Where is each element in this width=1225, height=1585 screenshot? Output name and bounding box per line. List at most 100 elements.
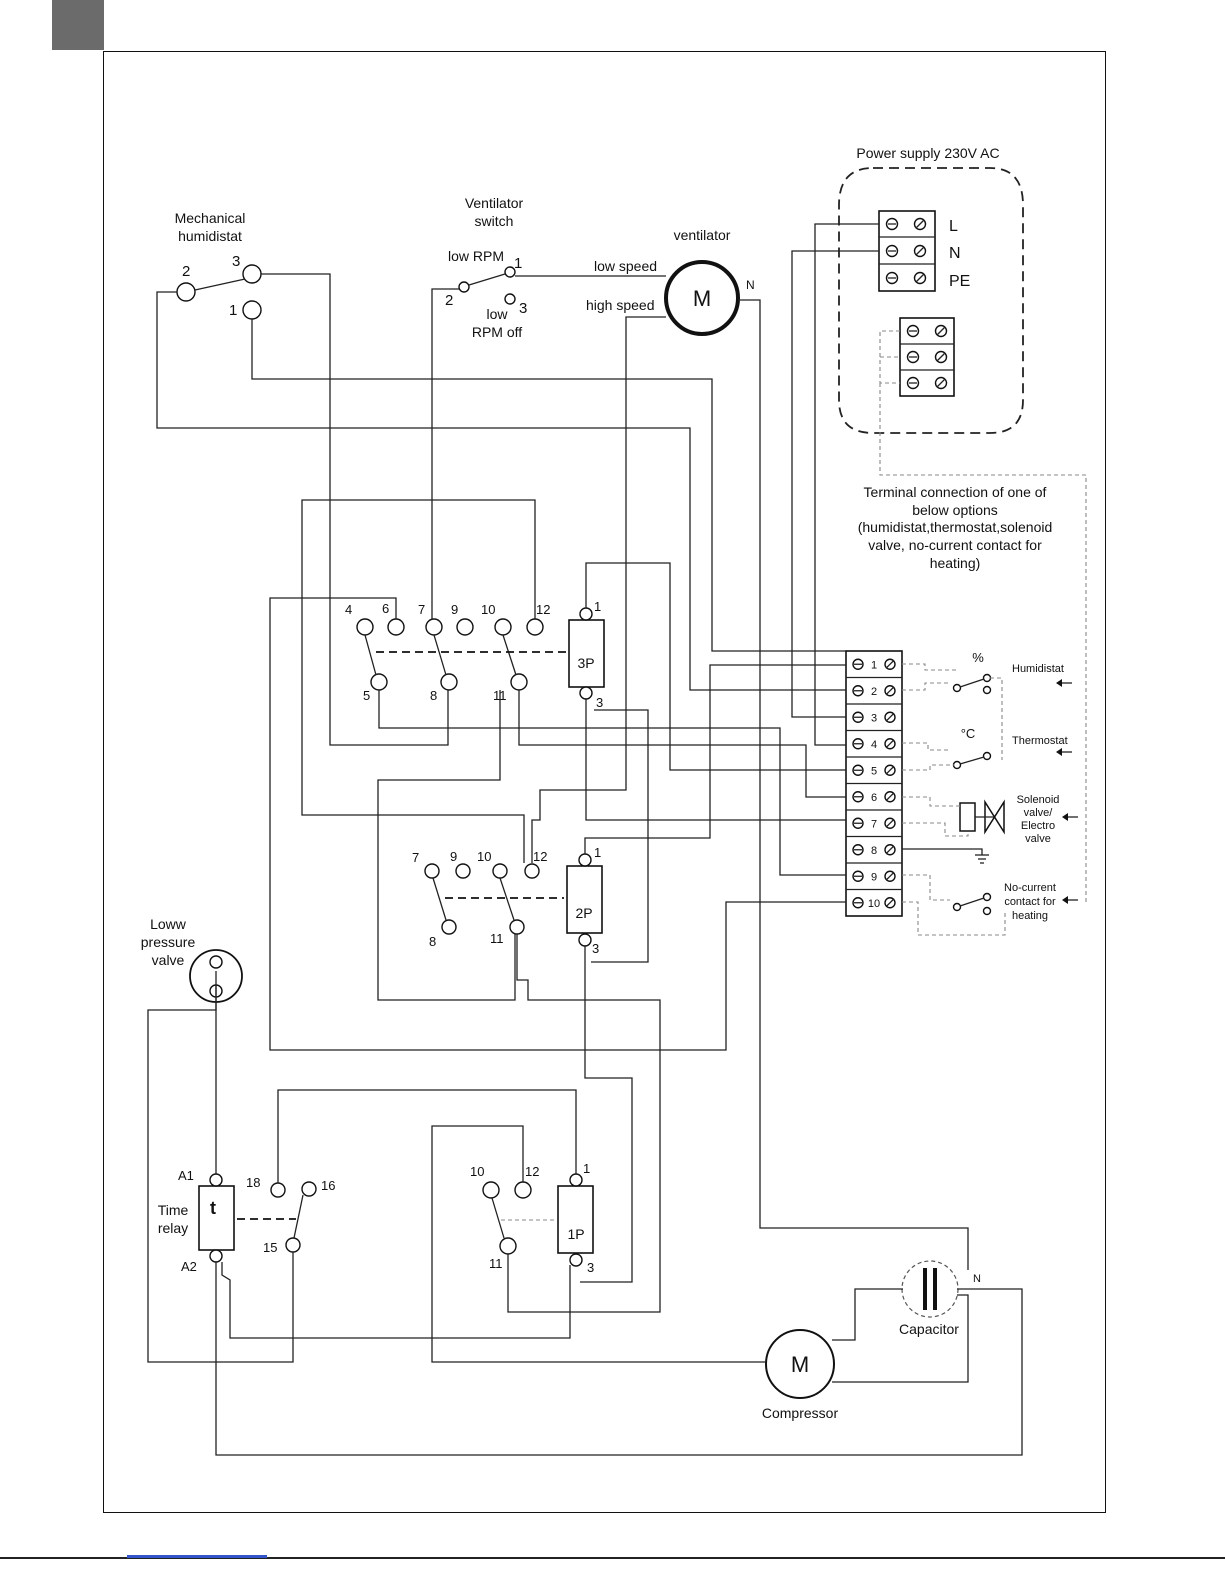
- contact-arm: [364, 634, 377, 676]
- coil-terminal: [579, 607, 593, 621]
- contact-arm: [491, 1197, 505, 1239]
- terminal-note: Terminal connection of one of below opti…: [858, 484, 1053, 571]
- relay-label: 1P: [567, 1226, 584, 1242]
- contact-pin: [482, 1181, 500, 1199]
- relay-1p: 1P 1 3 10 12 11: [470, 1161, 594, 1275]
- pin-label: 8: [429, 934, 436, 949]
- screw-slot: [885, 659, 895, 669]
- wire: [215, 1262, 1023, 1456]
- footer-link[interactable]: [127, 1555, 267, 1558]
- pin-label: 12: [525, 1164, 539, 1179]
- wire: [147, 985, 294, 1363]
- low-rpm-label: low RPM: [448, 248, 504, 264]
- arrow-icon: [1056, 679, 1062, 687]
- wire: [518, 690, 846, 798]
- compressor-label: Compressor: [762, 1405, 839, 1421]
- compressor-motor-icon: [765, 1329, 835, 1399]
- low-pressure-label: pressure: [141, 934, 196, 950]
- terminal-circle: [242, 300, 262, 320]
- wire: [585, 699, 846, 821]
- pin-label: 12: [533, 849, 547, 864]
- high-speed-label: high speed: [586, 297, 655, 313]
- vent-switch-label: switch: [475, 213, 514, 229]
- wire: [591, 709, 649, 963]
- option-dashed-wire: [902, 663, 957, 691]
- external-options: % Humidistat °C Thermostat Solenoid valv…: [902, 650, 1078, 936]
- option-dashed-wire: [990, 677, 1003, 760]
- arrow-icon: [1062, 813, 1068, 821]
- terminal-circle: [176, 282, 196, 302]
- relay-label: 2P: [575, 905, 592, 921]
- mech-humidistat-label: Mechanical: [175, 210, 246, 226]
- capacitor-label: Capacitor: [899, 1321, 959, 1337]
- motor-letter: M: [693, 286, 711, 311]
- wire: [507, 934, 661, 1313]
- option-dashed-wire: [902, 874, 1006, 936]
- wire: [269, 597, 846, 1051]
- coil-terminal: [209, 1249, 223, 1263]
- pin-label: 9: [451, 602, 458, 617]
- coil-terminal: [578, 853, 592, 867]
- coil-terminal: [569, 1173, 583, 1187]
- page-frame: [103, 51, 1106, 1513]
- compressor-letter: M: [791, 1352, 809, 1377]
- relay-2p: 2P 1 3 7 9 10 12 8 11: [412, 845, 603, 956]
- terminal-note-line: (humidistat,thermostat,solenoid: [858, 519, 1053, 535]
- arrow-icon: [1062, 896, 1068, 904]
- nocurrent-label: heating: [1012, 910, 1048, 922]
- a2-label: A2: [181, 1259, 197, 1274]
- contact-pins: [424, 863, 540, 935]
- pin-label: 3: [232, 253, 240, 270]
- pin-label: 16: [321, 1178, 335, 1193]
- cap-n-label: N: [973, 1273, 981, 1285]
- wire: [832, 1288, 903, 1341]
- label-N: N: [949, 245, 961, 262]
- contact-pin: [301, 1181, 317, 1197]
- power-supply-label: Power supply 230V AC: [856, 145, 999, 161]
- low-pressure-label: Loww: [150, 916, 187, 932]
- screw-slot: [885, 898, 895, 908]
- screw-slot: [885, 686, 895, 696]
- terminal-number: 9: [871, 871, 877, 883]
- contact-pin: [514, 1181, 532, 1199]
- wire: [832, 1294, 969, 1383]
- humidistat-label: Humidistat: [1012, 663, 1064, 675]
- pin-label: 6: [382, 601, 389, 616]
- wire: [221, 1262, 571, 1339]
- low-pressure-valve: Loww pressure valve: [141, 916, 243, 1003]
- contact-arm: [194, 278, 246, 291]
- option-dashed-wire: [902, 742, 954, 771]
- screw-icon: [934, 324, 948, 338]
- screw-icon: [906, 350, 920, 364]
- screw-icon: [885, 244, 899, 258]
- switch-arm: [959, 756, 985, 765]
- a1-label: A1: [178, 1168, 194, 1183]
- wire-neutral: [738, 299, 969, 1270]
- ground-wire: [902, 848, 983, 855]
- wire: [378, 690, 846, 876]
- terminal-note-line: Terminal connection of one of: [864, 484, 1047, 500]
- terminal-number: 2: [871, 686, 877, 698]
- ground-icon: [975, 854, 989, 864]
- terminal-number: 5: [871, 765, 877, 777]
- solenoid-label: Electro: [1021, 820, 1055, 832]
- wire: [584, 664, 846, 854]
- pin-label: 2: [445, 292, 453, 309]
- relay-coil: [557, 1185, 594, 1254]
- contact-arm: [502, 634, 517, 676]
- screw-icon: [934, 376, 948, 390]
- pin-label: 9: [450, 849, 457, 864]
- low-pressure-label: valve: [152, 952, 185, 968]
- terminal-circle: [504, 266, 516, 278]
- pin-label: 1: [514, 255, 522, 272]
- terminal-number: 1: [871, 659, 877, 671]
- coil-terminal: [578, 933, 592, 947]
- pin-label: 5: [363, 688, 370, 703]
- thermostat-label: Thermostat: [1012, 735, 1068, 747]
- screw-icon: [906, 376, 920, 390]
- pin-label: 7: [418, 602, 425, 617]
- timer-box: [198, 1185, 235, 1251]
- valve-icon: [984, 799, 1005, 835]
- contact-pin: [499, 1237, 517, 1255]
